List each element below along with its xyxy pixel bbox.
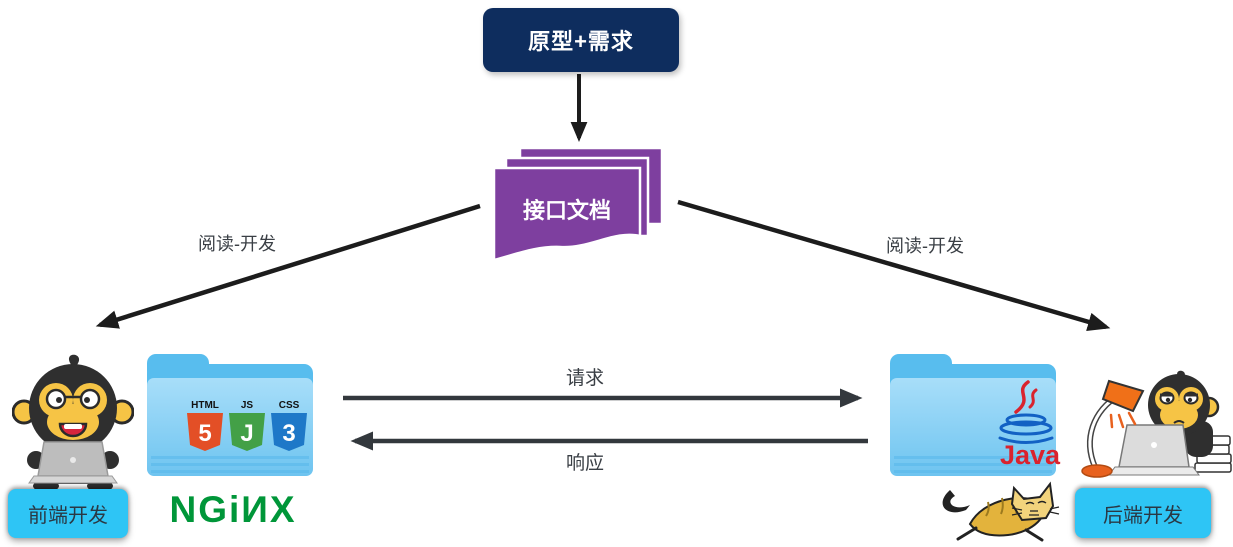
interface-doc-stack-icon: 接口文档 xyxy=(492,146,664,262)
frontend-monkey-icon xyxy=(12,354,134,492)
frontend-tech-badges: HTML 5 JS J CSS 3 xyxy=(187,400,307,451)
js-badge-icon: JS J xyxy=(229,400,265,451)
desk-lamp-icon xyxy=(1081,379,1145,478)
arrow-doc-to-frontend xyxy=(95,203,481,329)
backend-folder-icon: Java xyxy=(890,354,1061,476)
svg-text:JS: JS xyxy=(241,400,254,411)
svg-text:3: 3 xyxy=(282,420,295,447)
backend-role-label: 后端开发 xyxy=(1103,504,1183,527)
html5-badge-icon: HTML 5 xyxy=(187,400,223,451)
svg-text:CSS: CSS xyxy=(279,400,300,411)
backend-monkey-icon xyxy=(1081,370,1232,478)
svg-text:J: J xyxy=(240,420,253,447)
interface-doc-label: 接口文档 xyxy=(523,198,611,223)
read-dev-right-label: 阅读-开发 xyxy=(886,236,964,256)
frontend-role-box: 前端开发 xyxy=(8,489,128,538)
doc-card-front xyxy=(492,166,642,262)
backend-role-box: 后端开发 xyxy=(1075,488,1211,538)
css3-badge-icon: CSS 3 xyxy=(271,400,307,451)
svg-text:5: 5 xyxy=(198,420,211,447)
frontend-folder-icon: HTML 5 JS J CSS 3 xyxy=(147,354,313,476)
svg-text:HTML: HTML xyxy=(191,400,219,411)
java-logo-icon: Java xyxy=(998,380,1061,470)
java-logo-text: Java xyxy=(1000,440,1061,470)
arrow-doc-to-backend xyxy=(677,199,1111,332)
frontend-role-label: 前端开发 xyxy=(28,505,108,527)
nginx-logo: NGiИX xyxy=(169,489,297,530)
prototype-requirements-box: 原型+需求 xyxy=(483,8,679,72)
response-label: 响应 xyxy=(565,453,604,474)
prototype-requirements-label: 原型+需求 xyxy=(528,29,634,54)
read-dev-left-label: 阅读-开发 xyxy=(198,234,276,254)
request-label: 请求 xyxy=(565,368,604,389)
tomcat-logo-icon xyxy=(942,481,1060,542)
